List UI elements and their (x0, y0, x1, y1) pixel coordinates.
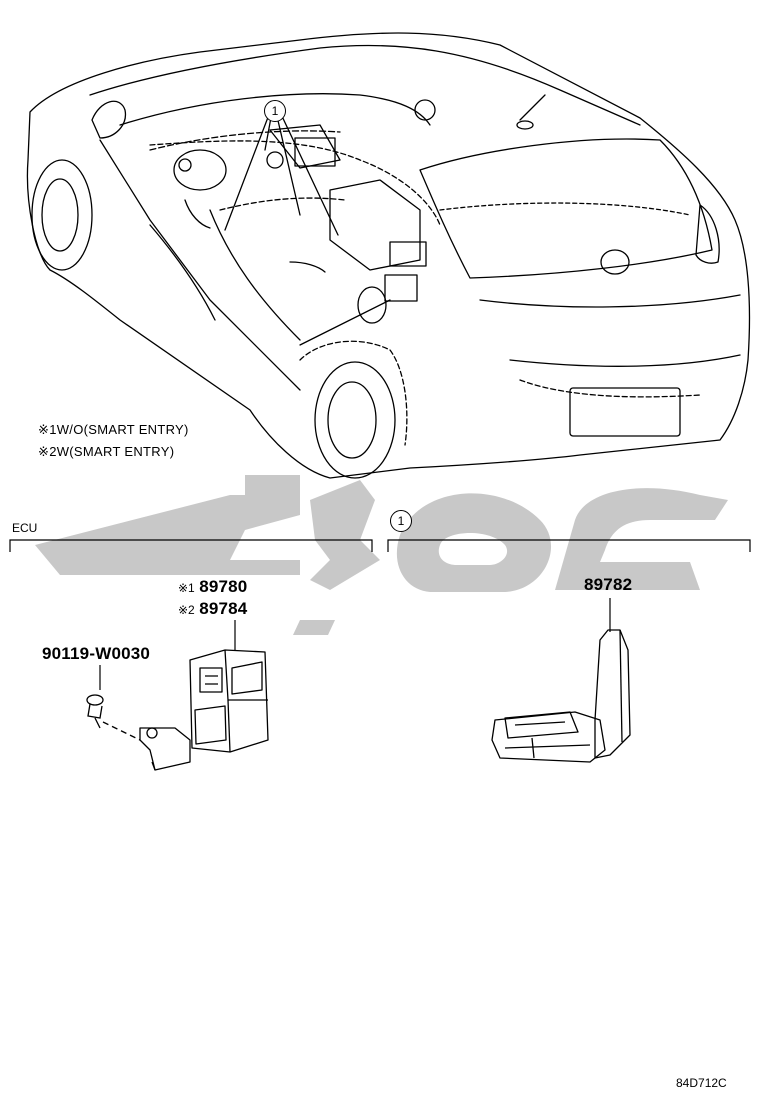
group-ref-1: 1 (390, 510, 412, 532)
note-text: W/O(SMART ENTRY) (56, 422, 189, 437)
note-with-smart-entry: ※2W(SMART ENTRY) (38, 444, 174, 460)
part-ecu-with-smart-entry: ※2 89784 (178, 599, 247, 619)
callout-1-vehicle: 1 (264, 100, 286, 122)
bolt-illustration (86, 694, 141, 741)
note-without-smart-entry: ※1W/O(SMART ENTRY) (38, 422, 189, 438)
vehicle-illustration (26, 32, 751, 479)
part-ecu-without-smart-entry: ※1 89780 (178, 577, 247, 597)
group-brackets (9, 539, 751, 690)
bracket-antenna (387, 539, 751, 552)
part-mark: ※2 (178, 603, 195, 617)
part-mark: ※1 (178, 581, 195, 595)
part-number: 89784 (199, 599, 248, 618)
part-number: 89780 (199, 577, 248, 596)
diagram-code: 84D712C (676, 1076, 727, 1090)
antenna-illustration (491, 629, 631, 763)
bracket-ecu (9, 539, 373, 552)
watermark-shape-5 (396, 493, 552, 592)
part-bolt-number: 90119-W0030 (42, 644, 151, 663)
part-antenna-number: 89782 (584, 575, 633, 594)
group-label-ecu: ECU (12, 521, 38, 535)
watermark-shape-6 (555, 488, 728, 590)
watermark-shape-4 (293, 620, 335, 635)
note-mark: ※2 (38, 444, 57, 459)
note-mark: ※1 (38, 422, 57, 437)
watermark-shape-2 (245, 475, 300, 495)
watermark-shape-1 (35, 495, 300, 575)
note-text: W(SMART ENTRY) (56, 444, 175, 459)
watermark-logo (35, 475, 728, 635)
ecu-illustration (139, 649, 269, 771)
watermark-shape-3 (310, 480, 380, 590)
